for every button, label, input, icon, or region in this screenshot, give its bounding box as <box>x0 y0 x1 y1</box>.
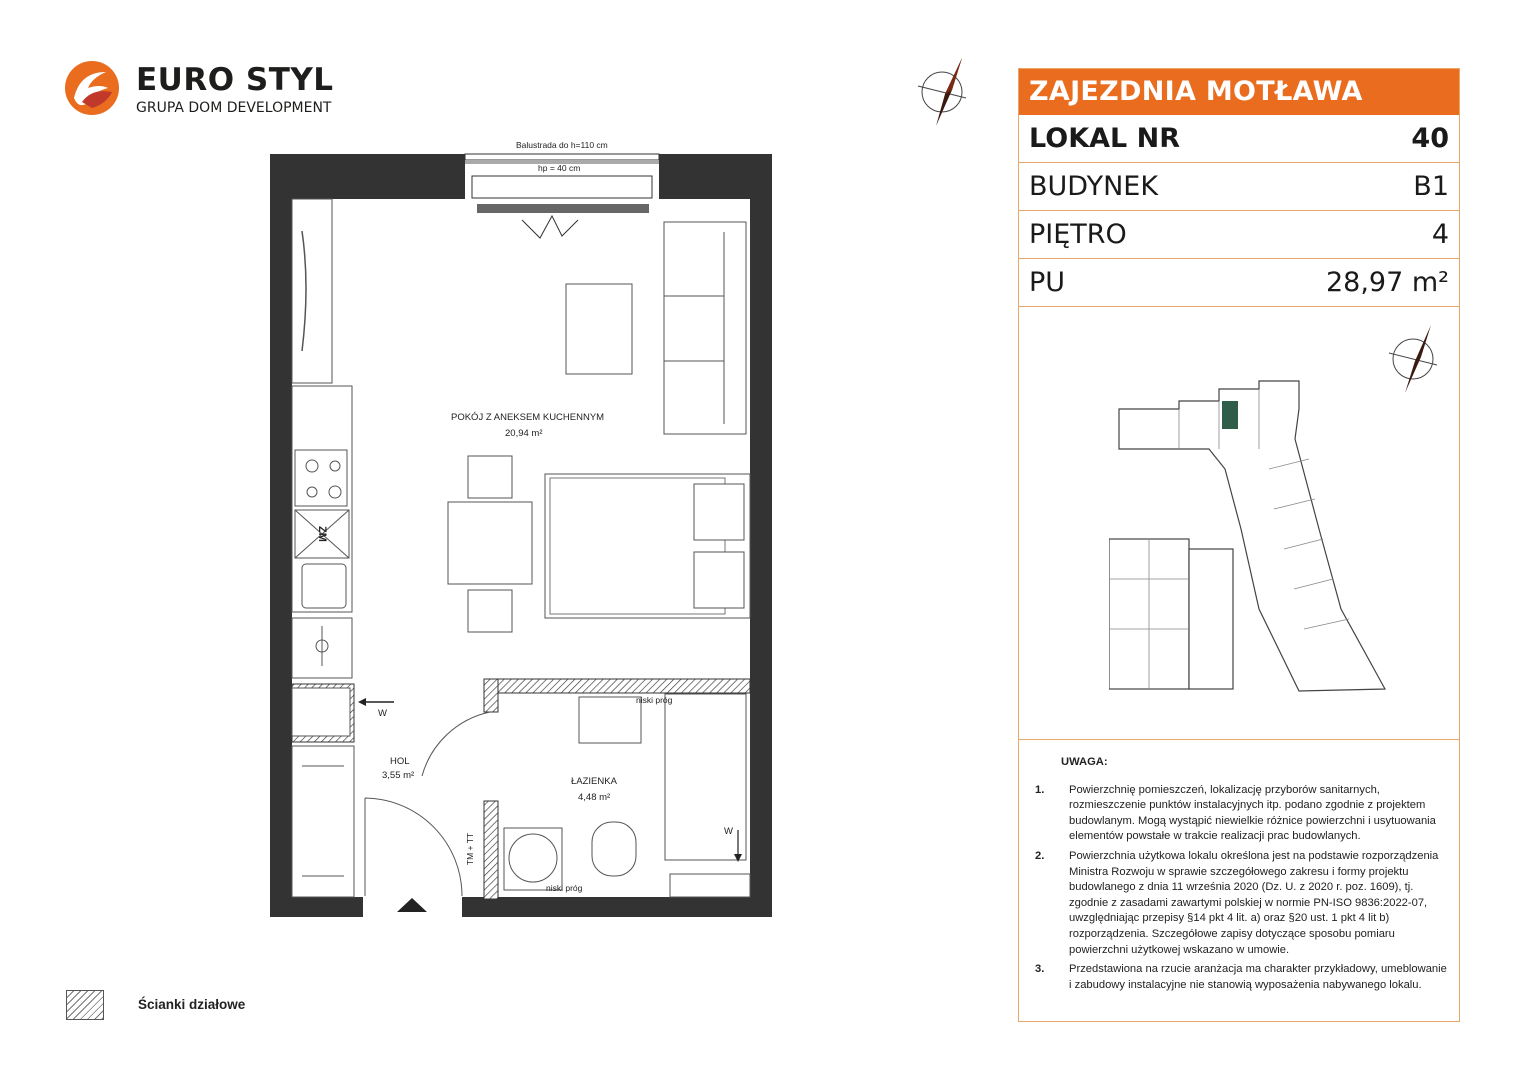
note-number: 3. <box>1035 963 1045 976</box>
info-row-floor: PIĘTRO 4 <box>1019 211 1459 259</box>
room-main-area: 20,94 m² <box>505 428 543 439</box>
info-row-area: PU 28,97 m² <box>1019 259 1459 307</box>
room-hall-name: HOL <box>390 756 410 767</box>
info-label: PIĘTRO <box>1029 219 1127 250</box>
info-label: BUDYNEK <box>1029 171 1159 202</box>
logo-name: EURO STYL <box>136 62 334 98</box>
note-number: 1. <box>1035 783 1045 796</box>
compass-small-icon <box>1388 325 1438 393</box>
low-threshold-bottom: niski próg <box>546 883 583 893</box>
company-logo: EURO STYL GRUPA DOM DEVELOPMENT <box>62 58 334 122</box>
note-number: 2. <box>1035 849 1045 862</box>
note-text: Powierzchnię pomieszczeń, lokalizację pr… <box>1069 783 1436 843</box>
note-item: 3. Przedstawiona na rzucie aranżacja ma … <box>1031 962 1451 993</box>
logo-mark-icon <box>65 61 119 115</box>
notes-section: UWAGA: 1. Powierzchnię pomieszczeń, loka… <box>1031 755 1451 997</box>
room-main-name: POKÓJ Z ANEKSEM KUCHENNYM <box>451 412 605 423</box>
legend-hatch-swatch <box>66 990 104 1020</box>
note-text: Powierzchnia użytkowa lokalu określona j… <box>1069 849 1439 956</box>
tm-label: TM + TT <box>465 832 476 866</box>
project-title: ZAJEZDNIA MOTŁAWA <box>1029 76 1363 107</box>
room-bath-name: ŁAZIENKA <box>571 776 617 787</box>
w-label-hall: W <box>378 708 387 719</box>
info-label: LOKAL NR <box>1029 123 1181 154</box>
building-outline <box>1109 380 1387 692</box>
floor-plan-drawing <box>270 153 772 917</box>
info-label: PU <box>1029 267 1066 298</box>
zm-label: ZM <box>315 526 328 542</box>
key-plan <box>1019 309 1459 740</box>
room-bath-area: 4,48 m² <box>578 792 611 803</box>
info-panel: ZAJEZDNIA MOTŁAWA LOKAL NR 40 BUDYNEK B1… <box>1018 68 1460 1022</box>
room-hall-area: 3,55 m² <box>382 770 415 781</box>
info-value: B1 <box>1413 171 1449 202</box>
info-value: 40 <box>1411 123 1449 154</box>
project-title-bar: ZAJEZDNIA MOTŁAWA <box>1019 69 1459 115</box>
notes-title: UWAGA: <box>1061 756 1108 768</box>
info-value: 4 <box>1431 219 1449 250</box>
note-text: Przedstawiona na rzucie aranżacja ma cha… <box>1069 963 1447 991</box>
compass-icon <box>917 58 967 126</box>
info-value: 28,97 m² <box>1325 267 1449 298</box>
info-row-unit: LOKAL NR 40 <box>1019 115 1459 163</box>
note-item: 2. Powierzchnia użytkowa lokalu określon… <box>1031 849 1451 958</box>
unit-highlight <box>1222 401 1238 429</box>
hp-label: hp = 40 cm <box>538 163 581 173</box>
balustrade-label: Balustrada do h=110 cm <box>516 140 608 150</box>
info-row-building: BUDYNEK B1 <box>1019 163 1459 211</box>
floor-plan: Balustrada do h=110 cm hp = 40 cm POKÓJ … <box>262 136 782 926</box>
w-label-bath: W <box>724 826 733 837</box>
legend-label: Ścianki działowe <box>138 997 246 1012</box>
logo-subtitle: GRUPA DOM DEVELOPMENT <box>136 100 332 116</box>
low-threshold-top: niski próg <box>636 695 673 705</box>
note-item: 1. Powierzchnię pomieszczeń, lokalizację… <box>1031 783 1451 845</box>
